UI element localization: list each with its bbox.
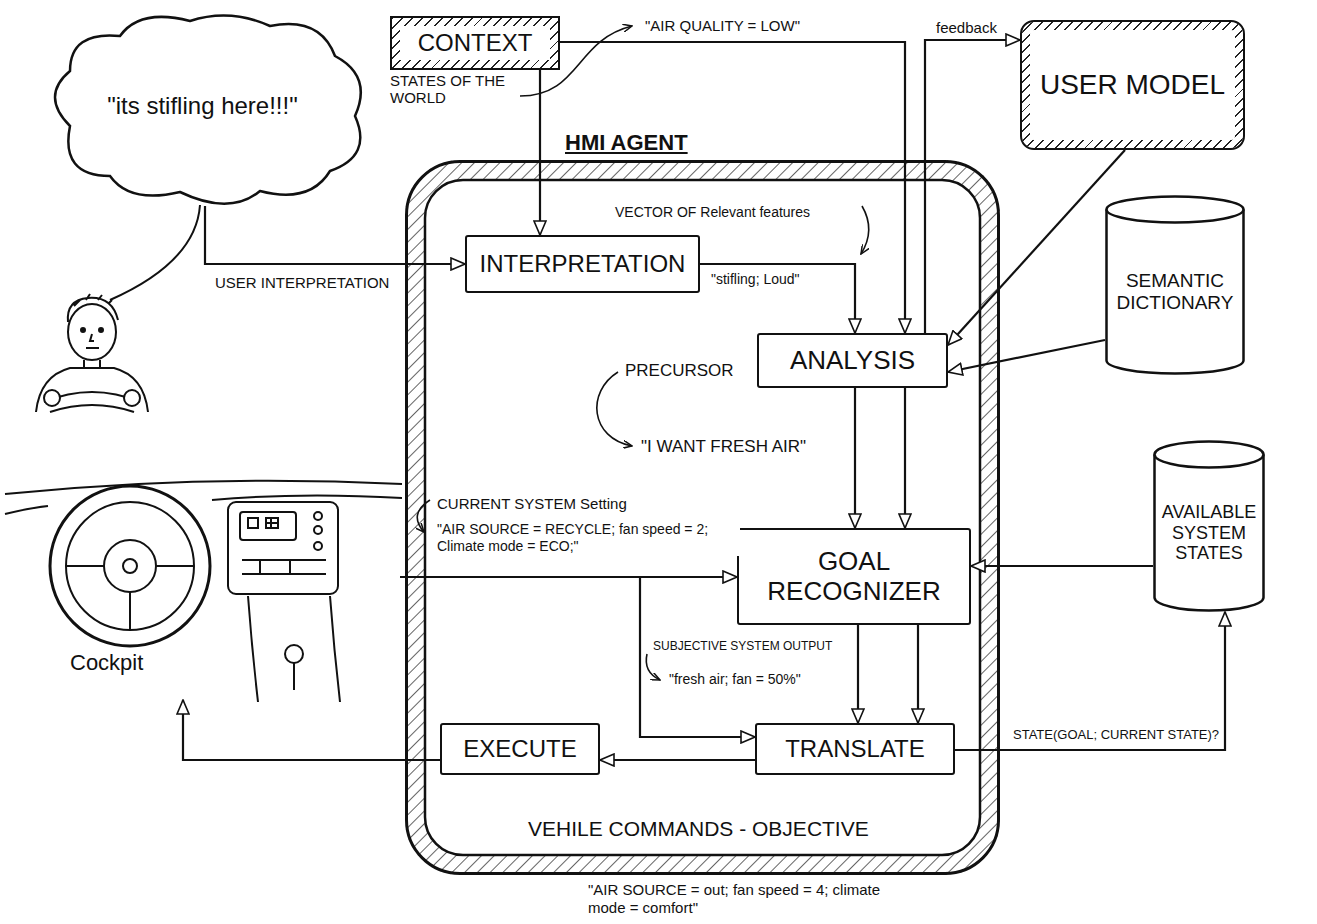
cockpit-illustration-part [240, 512, 296, 540]
connector-arrow [400, 576, 737, 578]
connector-arrow [539, 70, 541, 235]
agent-region-hatching [405, 160, 1000, 875]
annotation-label: PRECURSOR [622, 360, 737, 382]
cylinder-body [1107, 197, 1244, 374]
connector-arrow [205, 206, 465, 264]
context-box: CONTEXTSTATES OF THE WORLD [390, 16, 560, 70]
cockpit-illustration-part [248, 518, 258, 528]
edge-label: "fresh air; fan = 50%" [666, 670, 804, 689]
user-model-box: USER MODEL [1020, 20, 1245, 150]
driver-figure-part [68, 304, 116, 360]
node-label: "its stifling here!!!" [107, 92, 297, 120]
process-box: TRANSLATE [755, 723, 955, 775]
driver-figure-part [84, 360, 100, 368]
cockpit-illustration [5, 481, 402, 702]
cockpit-illustration-part [314, 542, 322, 550]
cockpit-illustration-part [104, 540, 156, 592]
process-box: ANALYSIS [757, 333, 948, 388]
cockpit-illustration-part [242, 560, 326, 574]
driver-figure-part [68, 294, 118, 322]
cockpit-illustration-part [5, 481, 402, 494]
node-label: INTERPRETATION [480, 250, 686, 278]
cockpit-illustration-part [66, 566, 194, 630]
cockpit-illustration-part [285, 645, 303, 663]
connector-arrow [925, 40, 1020, 333]
agent-region: HMI AGENTINTERPRETATIONANALYSISGOAL RECO… [405, 160, 1000, 875]
cockpit-illustration-part [314, 526, 322, 534]
connector-arrow [917, 625, 919, 723]
annotation-label: CURRENT SYSTEM Setting [434, 494, 630, 514]
connector-arrow [948, 340, 1105, 372]
edge-label: "AIR QUALITY = LOW" [642, 16, 803, 36]
node-label: AVAILABLE SYSTEM STATES [1159, 502, 1259, 564]
cockpit-illustration-part [293, 663, 295, 690]
node-label: EXECUTE [463, 735, 576, 763]
driver-figure-part [36, 368, 148, 412]
driver-figure [36, 294, 148, 412]
figure-label: Cockpit [70, 650, 143, 675]
cockpit-illustration-part [248, 596, 340, 702]
connector-arrow [904, 388, 906, 528]
connector-arrow [700, 264, 855, 333]
driver-figure-part [124, 390, 140, 406]
annotation-label: VECTOR OF Relevant features [612, 203, 813, 222]
node-subtitle: STATES OF THE WORLD [390, 72, 530, 107]
database-cylinder: AVAILABLE SYSTEM STATES [1153, 440, 1265, 612]
edge-label: "AIR SOURCE = RECYCLE; fan speed = 2; Cl… [434, 520, 740, 556]
edge-label: feedback [933, 18, 1000, 38]
connector-arrow [400, 577, 755, 737]
driver-figure-part [44, 390, 60, 406]
cockpit-illustration-part [314, 512, 322, 520]
connector-arrow [183, 700, 440, 760]
process-box: GOAL RECOGNIZER [737, 528, 971, 625]
annotation-label: VEHILE COMMANDS - OBJECTIVE [525, 815, 872, 842]
leader-lines-part [597, 372, 632, 446]
cockpit-illustration-part [5, 506, 48, 514]
annotation-label: SUBJECTIVE SYSTEM OUTPUT [650, 638, 835, 654]
leader-lines-part [646, 654, 660, 680]
cylinder-body [1155, 442, 1264, 611]
connector-arrow [854, 388, 856, 528]
annotation-label: "I WANT FRESH AIR" [638, 436, 809, 458]
cockpit-illustration-part [66, 502, 194, 630]
node-label: ANALYSIS [790, 346, 915, 376]
cockpit-illustration-part [266, 518, 278, 528]
agent-region-hatching-part [405, 160, 1000, 875]
thought-tail-part [110, 205, 200, 300]
process-box: EXECUTE [440, 723, 600, 775]
edge-label: USER INTERPRETATION [212, 273, 392, 293]
cockpit-illustration-part [123, 559, 137, 573]
agent-region-hatching-part [425, 180, 980, 855]
node-label: SEMANTIC DICTIONARY [1111, 270, 1239, 314]
thought-tail [110, 205, 200, 300]
driver-figure-part [99, 328, 103, 332]
region-title: HMI AGENT [565, 130, 688, 155]
driver-figure-part [81, 328, 85, 332]
node-label: TRANSLATE [785, 735, 925, 763]
cloud-outline [55, 16, 361, 204]
node-label: USER MODEL [1040, 69, 1225, 101]
connector-arrow [857, 625, 859, 723]
leader-lines-part [861, 206, 869, 254]
connector-arrow [600, 759, 755, 761]
connector-arrow [955, 612, 1225, 750]
edge-label: STATE(GOAL; CURRENT STATE)? [1010, 726, 1222, 744]
connector-arrow [948, 150, 1125, 345]
cockpit-illustration-part [50, 486, 210, 646]
annotation-label: "AIR SOURCE = out; fan speed = 4; climat… [585, 880, 891, 918]
cockpit-figure: Cockpit [10, 478, 400, 700]
cylinder-rim [1107, 210, 1244, 223]
cockpit-illustration-part [228, 502, 338, 594]
node-label: GOAL RECOGNIZER [739, 547, 969, 607]
node-label: CONTEXT [418, 29, 533, 57]
thought-bubble: "its stifling here!!!" [30, 6, 375, 206]
driver-figure-part [86, 334, 99, 348]
process-box: INTERPRETATION [465, 235, 700, 293]
leader-lines-part [417, 500, 430, 532]
cockpit-illustration-part [212, 495, 402, 500]
cylinder-rim [1155, 455, 1264, 468]
database-cylinder: SEMANTIC DICTIONARY [1105, 195, 1245, 375]
edge-label: "stifling; Loud" [708, 270, 803, 289]
